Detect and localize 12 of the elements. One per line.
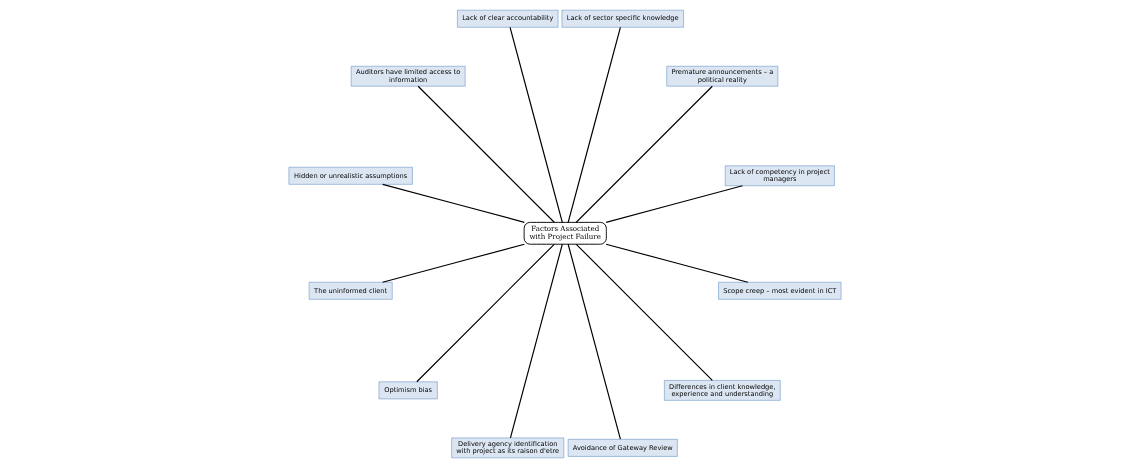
connector: [417, 85, 555, 223]
connector: [567, 243, 621, 440]
connector: [509, 26, 563, 223]
connector: [605, 185, 743, 223]
connector: [567, 26, 621, 223]
connector: [381, 243, 525, 283]
connector: [415, 243, 555, 383]
connector: [575, 243, 713, 381]
connector: [575, 85, 713, 223]
connector: [605, 243, 748, 283]
connector: [381, 183, 525, 223]
connector: [509, 243, 563, 439]
